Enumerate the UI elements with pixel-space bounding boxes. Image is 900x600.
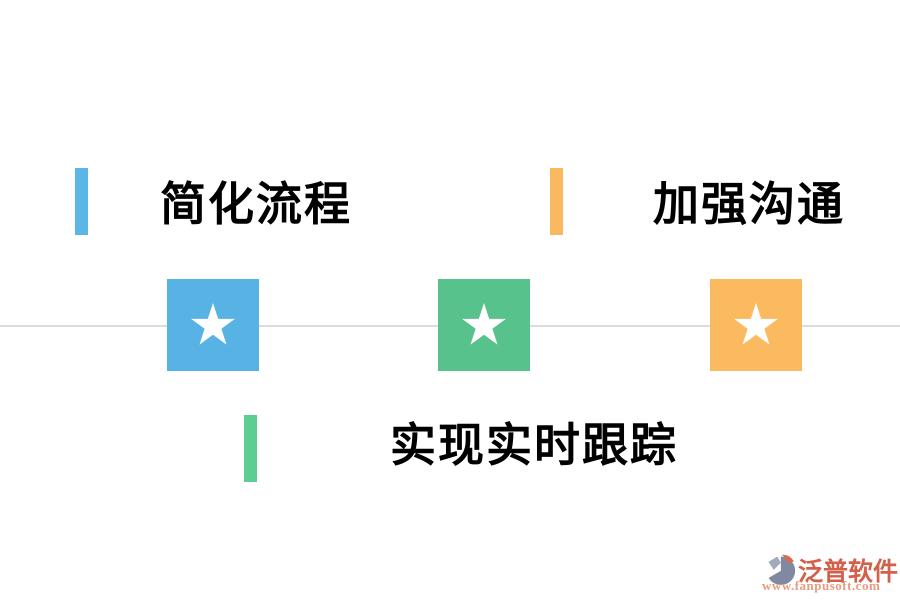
star-icon <box>191 303 235 345</box>
vendor-logo-name: 泛普软件 <box>798 557 899 586</box>
feature-1-title: 简化流程 <box>160 177 352 231</box>
feature-3-title: 实现实时跟踪 <box>390 418 678 472</box>
feature-2-accent-bar <box>550 168 563 235</box>
feature-1-accent-bar <box>75 168 88 235</box>
timeline-node-green <box>438 279 530 371</box>
timeline-node-orange <box>710 279 802 371</box>
timeline-node-blue <box>167 279 259 371</box>
fanpu-logo-icon <box>768 554 796 585</box>
feature-2-title: 加强沟通 <box>653 177 845 231</box>
vendor-logo-url: www.fanpusoft.com <box>762 578 881 593</box>
star-icon <box>462 303 506 345</box>
star-icon <box>734 303 778 345</box>
vendor-logo: 泛普软件 www.fanpusoft.com <box>762 551 899 596</box>
feature-3-accent-bar <box>244 415 257 482</box>
